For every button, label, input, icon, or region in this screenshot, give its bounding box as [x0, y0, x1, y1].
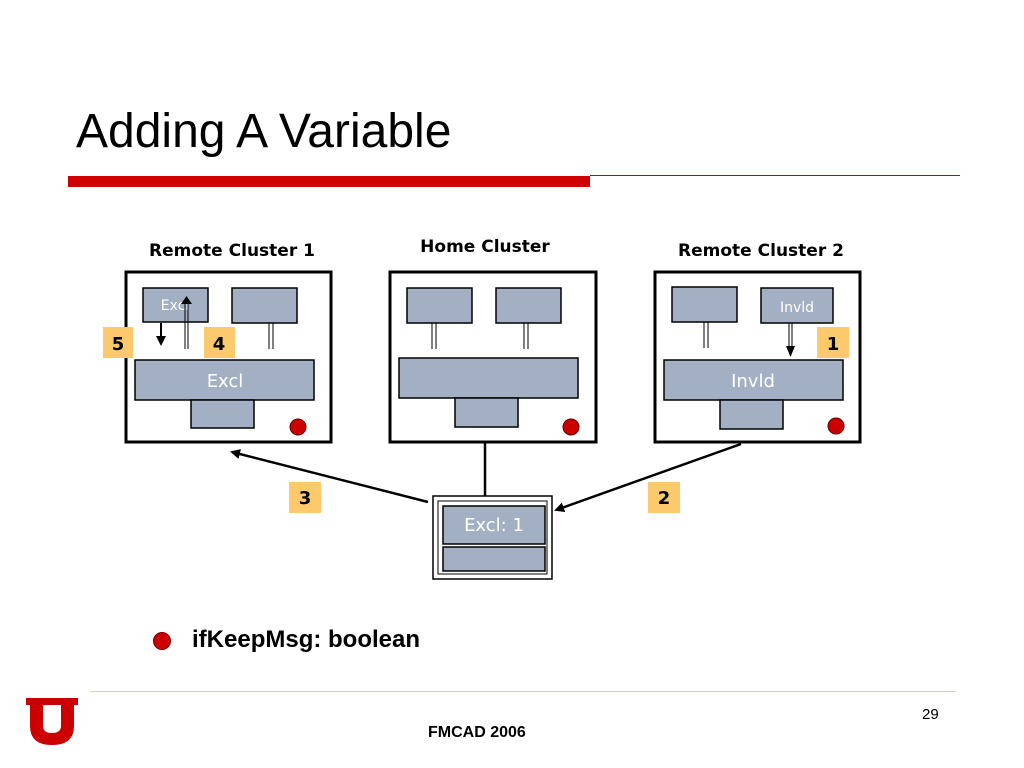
remote2-cache-1 [671, 286, 738, 323]
remote2-bus-label: Invld [731, 371, 775, 392]
step-badge-2: 2 [648, 482, 680, 513]
remote2-cache-invld [760, 287, 834, 324]
svg-text:1: 1 [827, 334, 840, 355]
home-cluster-label: Home Cluster [420, 237, 550, 257]
remote1-cache-2 [231, 287, 298, 324]
home-flag-dot [562, 418, 580, 436]
legend-variable: ifKeepMsg: boolean [192, 626, 421, 653]
red-circle-icon [153, 632, 171, 650]
home-memory [454, 397, 519, 428]
svg-text:U: U [52, 723, 53, 725]
step-badge-3: 3 [289, 482, 321, 513]
directory: Excl: 1 [432, 442, 553, 580]
svg-text:4: 4 [213, 334, 226, 355]
remote1-flag-dot [289, 418, 307, 436]
title-underline-thin [590, 175, 960, 176]
remote1-cache-label: Excl [161, 298, 189, 314]
remote1-bus-label: Excl [207, 371, 244, 392]
step-badge-4: 4 [204, 327, 235, 358]
remote-cluster-2-label: Remote Cluster 2 [678, 241, 844, 261]
arrow-directory-to-remote1 [230, 449, 429, 504]
svg-text:3: 3 [299, 488, 312, 509]
svg-text:2: 2 [658, 488, 671, 509]
remote2-bus-invld [663, 359, 844, 401]
remote1-cache-excl [142, 287, 209, 323]
slide-title: Adding A Variable [76, 105, 452, 158]
remote2-memory [719, 399, 784, 430]
directory-entry-label: Excl: 1 [464, 515, 524, 536]
footer-text: FMCAD 2006 [428, 724, 526, 741]
footer-divider [90, 691, 956, 692]
home-cluster: Home Cluster [388, 237, 598, 444]
step-badge-1: 1 [817, 327, 849, 358]
title-underline-thick [68, 176, 590, 187]
svg-text:5: 5 [112, 334, 125, 355]
arrow-remote2-to-directory [554, 442, 742, 513]
remote2-flag-dot [827, 417, 845, 435]
remote-cluster-1-label: Remote Cluster 1 [149, 241, 315, 261]
remote-cluster-1: Remote Cluster 1 Excl Excl [124, 241, 333, 444]
step-badge-5: 5 [103, 327, 133, 358]
home-bus [398, 357, 579, 399]
cluster-diagram: Remote Cluster 1 Excl Excl Home Cluster … [103, 237, 862, 580]
remote1-memory [190, 399, 255, 429]
remote2-cache-label: Invld [780, 300, 814, 316]
university-of-utah-u-logo: U [26, 698, 78, 745]
directory-entry [442, 505, 546, 545]
home-cache-2 [495, 287, 562, 324]
directory-entry-2 [442, 546, 546, 572]
home-cache-1 [406, 287, 473, 324]
page-number: 29 [922, 706, 939, 723]
